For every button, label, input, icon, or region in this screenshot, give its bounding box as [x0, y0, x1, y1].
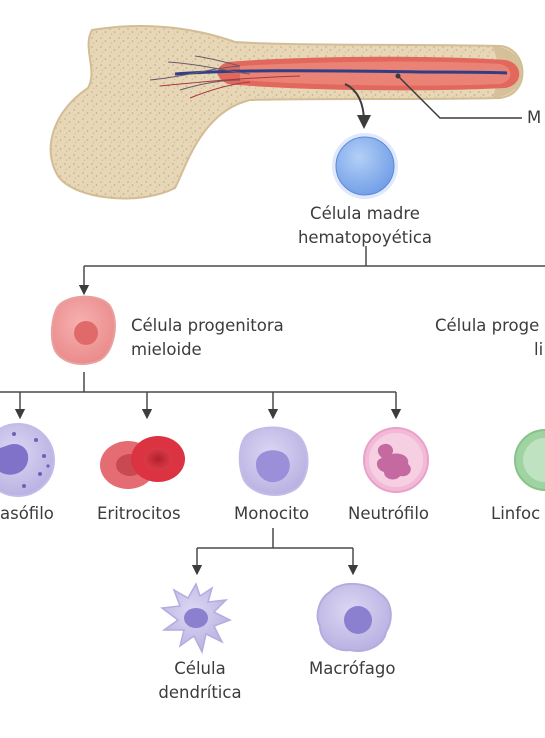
lymphocyte-label: Linfoc — [491, 504, 541, 523]
marrow-callout-line — [397, 75, 522, 119]
blood-vessel-red — [159, 75, 301, 99]
marrow-callout-dot — [395, 73, 401, 79]
lymphocyte-cell — [514, 429, 545, 491]
hematopoietic-stem-cell — [332, 133, 398, 199]
myeloid-label-line1: Célula progenitora — [131, 316, 284, 335]
stem-connector — [84, 246, 545, 267]
myeloid-connector — [0, 372, 396, 393]
neutrophil-cell — [363, 427, 429, 493]
dendritic-cell — [160, 582, 232, 655]
dendritic-label-line1: Célula — [174, 659, 226, 678]
lymphoid-label-line2: li — [534, 340, 544, 359]
erythrocytes-cells — [100, 436, 185, 489]
femur-bone — [49, 25, 524, 200]
marrow-callout-label: M — [527, 108, 542, 127]
neutrophil-label: Neutrófilo — [348, 504, 430, 523]
monocyte-connector — [197, 528, 353, 549]
monocyte-label: Monocito — [234, 504, 310, 523]
hsc-label: Célula madre hematopoyética — [280, 202, 450, 250]
erythrocytes-label: Eritrocitos — [97, 504, 181, 523]
myeloid-label-line2: mieloide — [131, 340, 202, 359]
hsc-label-line2: hematopoyética — [297, 228, 433, 247]
lymphoid-label-line1: Célula proge — [435, 316, 540, 335]
blood-vessel — [174, 69, 508, 76]
bone-to-stem-arrow — [344, 83, 371, 129]
macrophage-cell — [316, 583, 392, 652]
basophil-cell — [0, 423, 55, 497]
myeloid-progenitor-label: Célula progenitora mieloide — [131, 314, 284, 362]
myeloid-progenitor-cell — [50, 295, 116, 365]
blood-vessel-branch — [149, 55, 251, 91]
macrophage-label: Macrófago — [309, 659, 396, 678]
bone-outline — [49, 25, 524, 200]
dendritic-label-line2: dendrítica — [158, 683, 242, 702]
dendritic-cell-label: Célula dendrítica — [140, 657, 260, 705]
hsc-label-line1: Célula madre — [310, 204, 420, 223]
lymphoid-progenitor-label: Célula proge li — [435, 314, 543, 362]
monocyte-cell — [238, 426, 309, 496]
basophil-label: asófilo — [0, 504, 54, 523]
marrow-inner — [240, 61, 511, 86]
